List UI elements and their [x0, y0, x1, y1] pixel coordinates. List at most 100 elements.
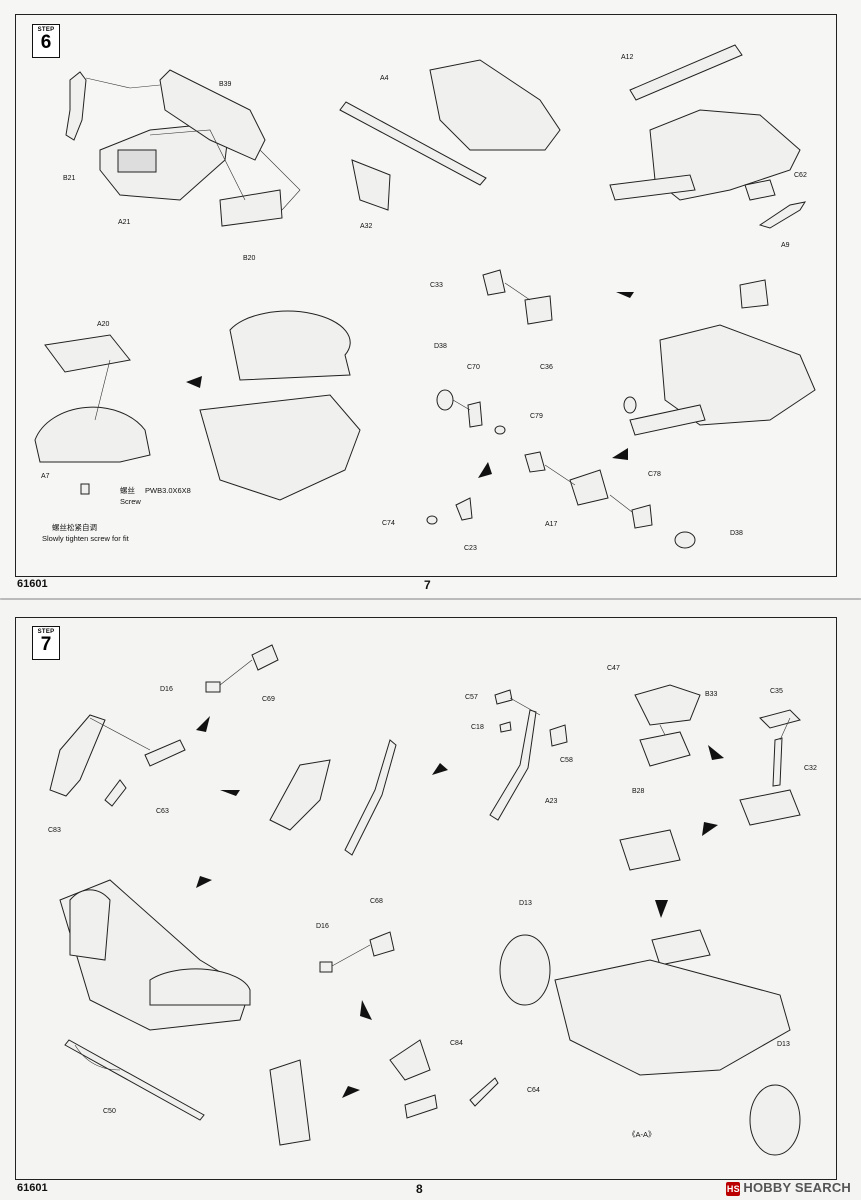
leader-line: [609, 494, 633, 513]
part-c32-shape: [772, 737, 783, 787]
part-c69-shape: [251, 644, 279, 671]
arrow-icon: [702, 822, 718, 836]
page-number: 7: [424, 578, 431, 592]
part-d38-disc: [436, 389, 454, 411]
part-label: D38: [730, 530, 743, 537]
part-d13-disc-2: [749, 1084, 801, 1156]
part-b20-shape: [219, 189, 283, 227]
part-c63-shape: [104, 779, 127, 807]
part-label: B28: [632, 788, 645, 795]
leader-line: [259, 149, 301, 211]
step-word: STEP: [37, 27, 55, 33]
arrow-icon: [612, 448, 628, 460]
part-label: C74: [382, 520, 395, 527]
part-d38-disc-2: [674, 531, 696, 549]
part-b21-shape: [65, 71, 87, 141]
step-number: 6: [40, 32, 52, 53]
part-label: C33: [430, 282, 443, 289]
screw-cn-label: 螺丝: [120, 485, 135, 495]
part-label: A21: [118, 219, 131, 226]
arrow-icon: [220, 790, 240, 796]
leader-line: [149, 129, 246, 201]
assembled-block-3: [651, 929, 711, 966]
arrow-icon: [196, 716, 210, 732]
part-label: A4: [380, 75, 389, 82]
part-label: C62: [794, 172, 807, 179]
leader-line: [504, 282, 531, 301]
part-label: D16: [316, 923, 329, 930]
part-a32-shape: [351, 159, 391, 211]
part-a9-shape: [758, 201, 807, 229]
part-label: C84: [450, 1040, 463, 1047]
part-label: C35: [770, 688, 783, 695]
part-label: C58: [560, 757, 573, 764]
lever-assembly: [269, 759, 331, 831]
product-code: 61601: [17, 1182, 48, 1194]
step-6-diagram: B21 A21 B39 B20 A4 A32 A12 C62 A9 A20 A7…: [34, 44, 816, 552]
part-label: C70: [467, 364, 480, 371]
leader-line: [74, 1044, 121, 1071]
arrow-icon: [655, 900, 668, 918]
part-label: C78: [648, 471, 661, 478]
leader-line: [219, 659, 253, 686]
part-c62-shape: [744, 179, 776, 201]
part-c50-rod: [64, 1039, 205, 1121]
arrow-icon: [478, 462, 492, 478]
section-label: 《A-A》: [628, 1130, 656, 1139]
fit-note-cn: 螺丝松紧自调: [52, 522, 97, 532]
part-label: B20: [243, 255, 256, 262]
side-plate: [269, 1059, 311, 1146]
part-c84-shape: [389, 1039, 431, 1081]
leader-line: [94, 359, 111, 421]
part-c57-shape: [494, 689, 513, 705]
part-label: D13: [519, 900, 532, 907]
screw-code-label: PWB3.0X6X8: [145, 486, 191, 495]
part-cylinder: [144, 739, 186, 767]
part-label: C63: [156, 808, 169, 815]
part-label: C64: [527, 1087, 540, 1094]
screw-shape: [80, 483, 90, 495]
fit-note-en: Slowly tighten screw for fit: [42, 534, 130, 543]
leader-line: [509, 697, 541, 716]
arrow-icon: [196, 876, 212, 888]
part-d16-shape: [205, 681, 221, 693]
leader-line: [659, 724, 666, 736]
part-a4-frame: [429, 59, 561, 151]
part-c36-shape: [524, 295, 553, 325]
part-a17-shape: [569, 469, 609, 506]
screw-en-label: Screw: [120, 497, 141, 506]
part-label: C47: [607, 665, 620, 672]
arrow-icon: [708, 745, 724, 760]
leader-line: [544, 464, 576, 486]
step-number: 7: [40, 634, 52, 655]
part-c58-shape: [549, 724, 568, 747]
part-label: D16: [160, 686, 173, 693]
part-c64-shape: [469, 1077, 499, 1107]
arrow-icon: [342, 1086, 360, 1098]
part-label: A23: [545, 798, 558, 805]
part-label: D38: [434, 343, 447, 350]
leader-line: [331, 944, 371, 967]
right-center-axle: [629, 404, 706, 436]
part-label: B33: [705, 691, 718, 698]
part-b28-shape: [639, 731, 691, 767]
center-base: [199, 394, 361, 501]
part-label: C50: [103, 1108, 116, 1115]
lever-arm: [344, 739, 397, 856]
arrow-icon: [360, 1000, 372, 1020]
leader-line: [85, 77, 161, 89]
part-label: A9: [781, 242, 790, 249]
left-gear-top: [149, 968, 251, 1006]
part-box-shape: [739, 279, 769, 309]
part-label: A12: [621, 54, 634, 61]
part-label: C57: [465, 694, 478, 701]
part-label: A17: [545, 521, 558, 528]
part-b33-shape: [634, 684, 701, 726]
hobby-search-logo-icon: HS: [726, 1182, 741, 1196]
part-a23-shape: [489, 709, 537, 821]
assembled-block-2: [619, 829, 681, 871]
instruction-page-7: STEP 6: [0, 0, 861, 598]
part-wheel-small: [623, 396, 637, 414]
arrow-icon: [186, 376, 202, 388]
part-a7-shape: [34, 406, 151, 463]
